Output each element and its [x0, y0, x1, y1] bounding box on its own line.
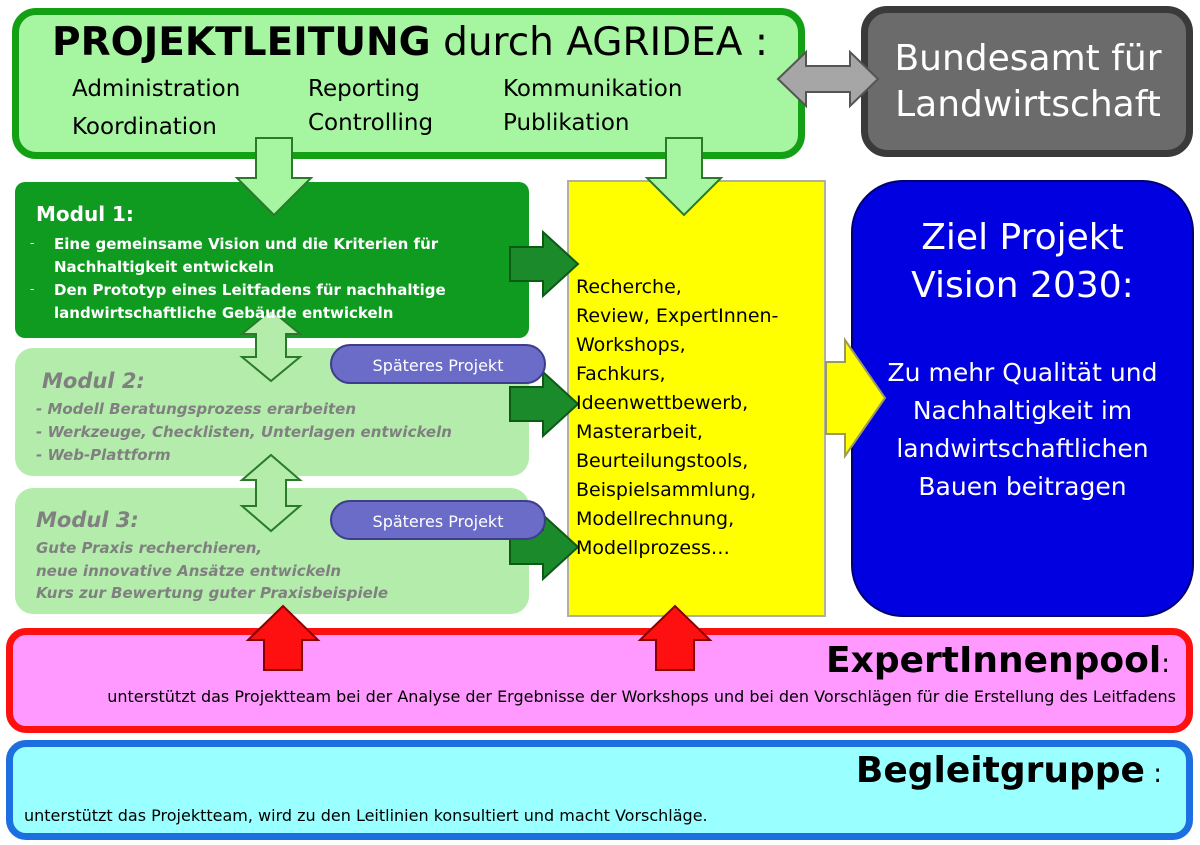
bundesamt-label: Bundesamt für Landwirtschaft	[870, 36, 1186, 128]
expertpool-title: ExpertInnenpool:	[826, 640, 1170, 681]
activity-line: Recherche,	[576, 276, 682, 298]
begleitgruppe-title-text: Begleitgruppe	[855, 750, 1145, 791]
modul-3-title: Modul 3:	[36, 508, 139, 532]
modul-1-title: Modul 1:	[36, 202, 134, 226]
modul-1-bullet-1-dash: -	[30, 236, 35, 250]
modul-1-bullet-2-line-2: landwirtschaftliche Gebäude entwickeln	[54, 304, 394, 322]
activity-line: Masterarbeit,	[576, 421, 703, 443]
begleitgruppe-description: unterstützt das Projektteam, wird zu den…	[24, 806, 708, 825]
project-lead-title-rest: durch AGRIDEA :	[430, 20, 768, 65]
modul-3-line-2: neue innovative Ansätze entwickeln	[36, 562, 342, 580]
later-project-pill-2: Späteres Projekt	[330, 500, 546, 540]
activity-line: Beispielsammlung,	[576, 479, 757, 501]
bundesamt-line-1: Bundesamt für	[894, 38, 1162, 79]
lead-item-administration: Administration	[72, 76, 241, 102]
modul-1-bullet-2-dash: -	[30, 282, 35, 296]
activities-list: Recherche, Review, ExpertInnen- Workshop…	[576, 273, 778, 563]
modul-1-bullet-2-line-1: Den Prototyp eines Leitfadens für nachha…	[54, 281, 446, 299]
down-arrow-lead-modul1	[234, 137, 314, 217]
activity-line: Review, ExpertInnen-	[576, 305, 779, 327]
up-arrow-expertpool-activities	[637, 604, 713, 671]
activity-line: Workshops,	[576, 334, 686, 356]
expertpool-box	[6, 628, 1193, 733]
expertpool-description: unterstützt das Projektteam bei der Anal…	[107, 687, 1176, 706]
modul-3-line-1: Gute Praxis recherchieren,	[36, 539, 263, 557]
project-lead-title: PROJEKTLEITUNG durch AGRIDEA :	[52, 20, 768, 65]
begleitgruppe-title: Begleitgruppe :	[856, 750, 1162, 791]
right-arrow-activities-goal	[825, 336, 887, 460]
activity-line: Fachkurs,	[576, 363, 666, 385]
project-lead-box	[12, 8, 805, 159]
right-arrow-modul2-activities	[509, 369, 580, 439]
modul-2-line-3: - Web-Plattform	[36, 446, 171, 464]
modul-2-line-1: - Modell Beratungsprozess erarbeiten	[36, 400, 357, 418]
lead-item-publikation: Publikation	[503, 110, 630, 136]
goal-title-line-1: Ziel Projekt	[921, 217, 1124, 258]
modul-3-line-3: Kurs zur Bewertung guter Praxisbeispiele	[36, 584, 389, 602]
activity-line: Ideenwettbewerb,	[576, 392, 749, 414]
double-arrow-modul1-modul2	[239, 308, 303, 383]
up-arrow-expertpool-modules	[245, 604, 321, 671]
modul-1-bullet-1-line-1: Eine gemeinsame Vision und die Kriterien…	[54, 235, 439, 253]
modul-2-line-2: - Werkzeuge, Checklisten, Unterlagen ent…	[36, 423, 452, 441]
activity-line: Beurteilungstools,	[576, 450, 749, 472]
begleitgruppe-colon: :	[1144, 759, 1162, 789]
double-arrow-lead-bundesamt	[776, 49, 880, 109]
goal-title: Ziel Projekt Vision 2030:	[853, 214, 1192, 310]
lead-item-koordination: Koordination	[72, 114, 217, 140]
expertpool-colon: :	[1161, 649, 1170, 679]
activity-line: Modellprozess…	[576, 537, 730, 559]
bundesamt-line-2: Landwirtschaft	[895, 84, 1161, 125]
modul-2-title: Modul 2:	[42, 369, 145, 393]
goal-title-line-2: Vision 2030:	[911, 265, 1134, 306]
down-arrow-lead-activities	[644, 137, 724, 217]
project-lead-title-bold: PROJEKTLEITUNG	[52, 20, 431, 65]
expertpool-title-text: ExpertInnenpool	[826, 640, 1162, 681]
goal-body: Zu mehr Qualität und Nachhaltigkeit im l…	[887, 358, 1158, 501]
double-arrow-modul2-modul3	[239, 453, 303, 533]
later-project-pill-1: Späteres Projekt	[330, 344, 546, 384]
begleitgruppe-box	[6, 740, 1193, 840]
lead-item-controlling: Controlling	[308, 110, 434, 136]
lead-item-reporting: Reporting	[308, 76, 420, 102]
lead-item-kommunikation: Kommunikation	[503, 76, 683, 102]
right-arrow-modul1-activities	[509, 229, 580, 299]
modul-1-bullet-1-line-2: Nachhaltigkeit entwickeln	[54, 258, 274, 276]
activity-line: Modellrechnung,	[576, 508, 735, 530]
